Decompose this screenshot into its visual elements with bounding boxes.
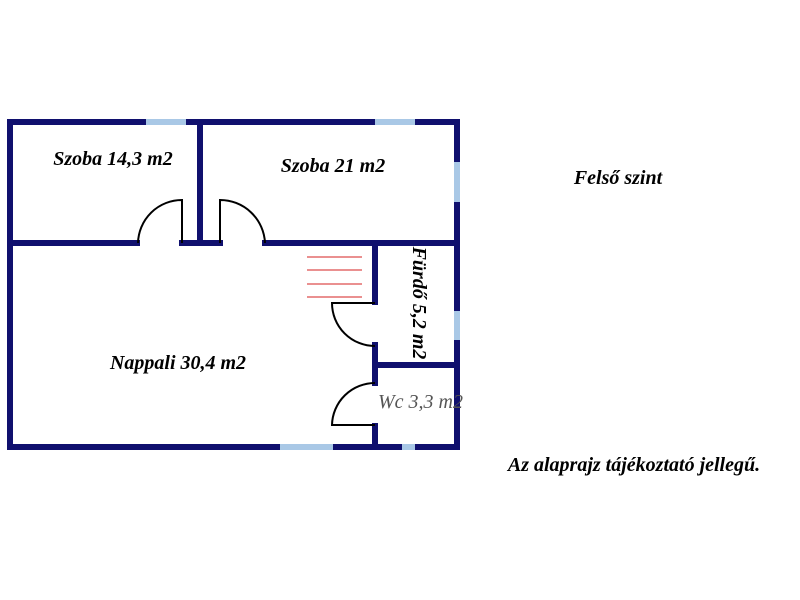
room-label-szoba-2: Szoba 21 m2 [281, 155, 385, 177]
room-label-szoba-1: Szoba 14,3 m2 [53, 148, 172, 170]
room-label-wc: Wc 3,3 m2 [378, 391, 463, 413]
outer-walls [7, 119, 460, 450]
door-szoba2 [219, 198, 266, 244]
level-title: Felső szint [573, 167, 664, 189]
door-furdo [330, 302, 376, 347]
room-label-nappali: Nappali 30,4 m2 [109, 352, 246, 374]
interior-walls [7, 119, 460, 450]
doors [137, 198, 376, 426]
windows [146, 119, 460, 450]
stairs [307, 256, 362, 298]
door-szoba1 [137, 198, 183, 244]
room-label-furdo: Fürdő 5,2 m2 [408, 246, 430, 360]
door-wc [330, 382, 376, 426]
disclaimer: Az alaprajz tájékoztató jellegű. [506, 454, 760, 476]
